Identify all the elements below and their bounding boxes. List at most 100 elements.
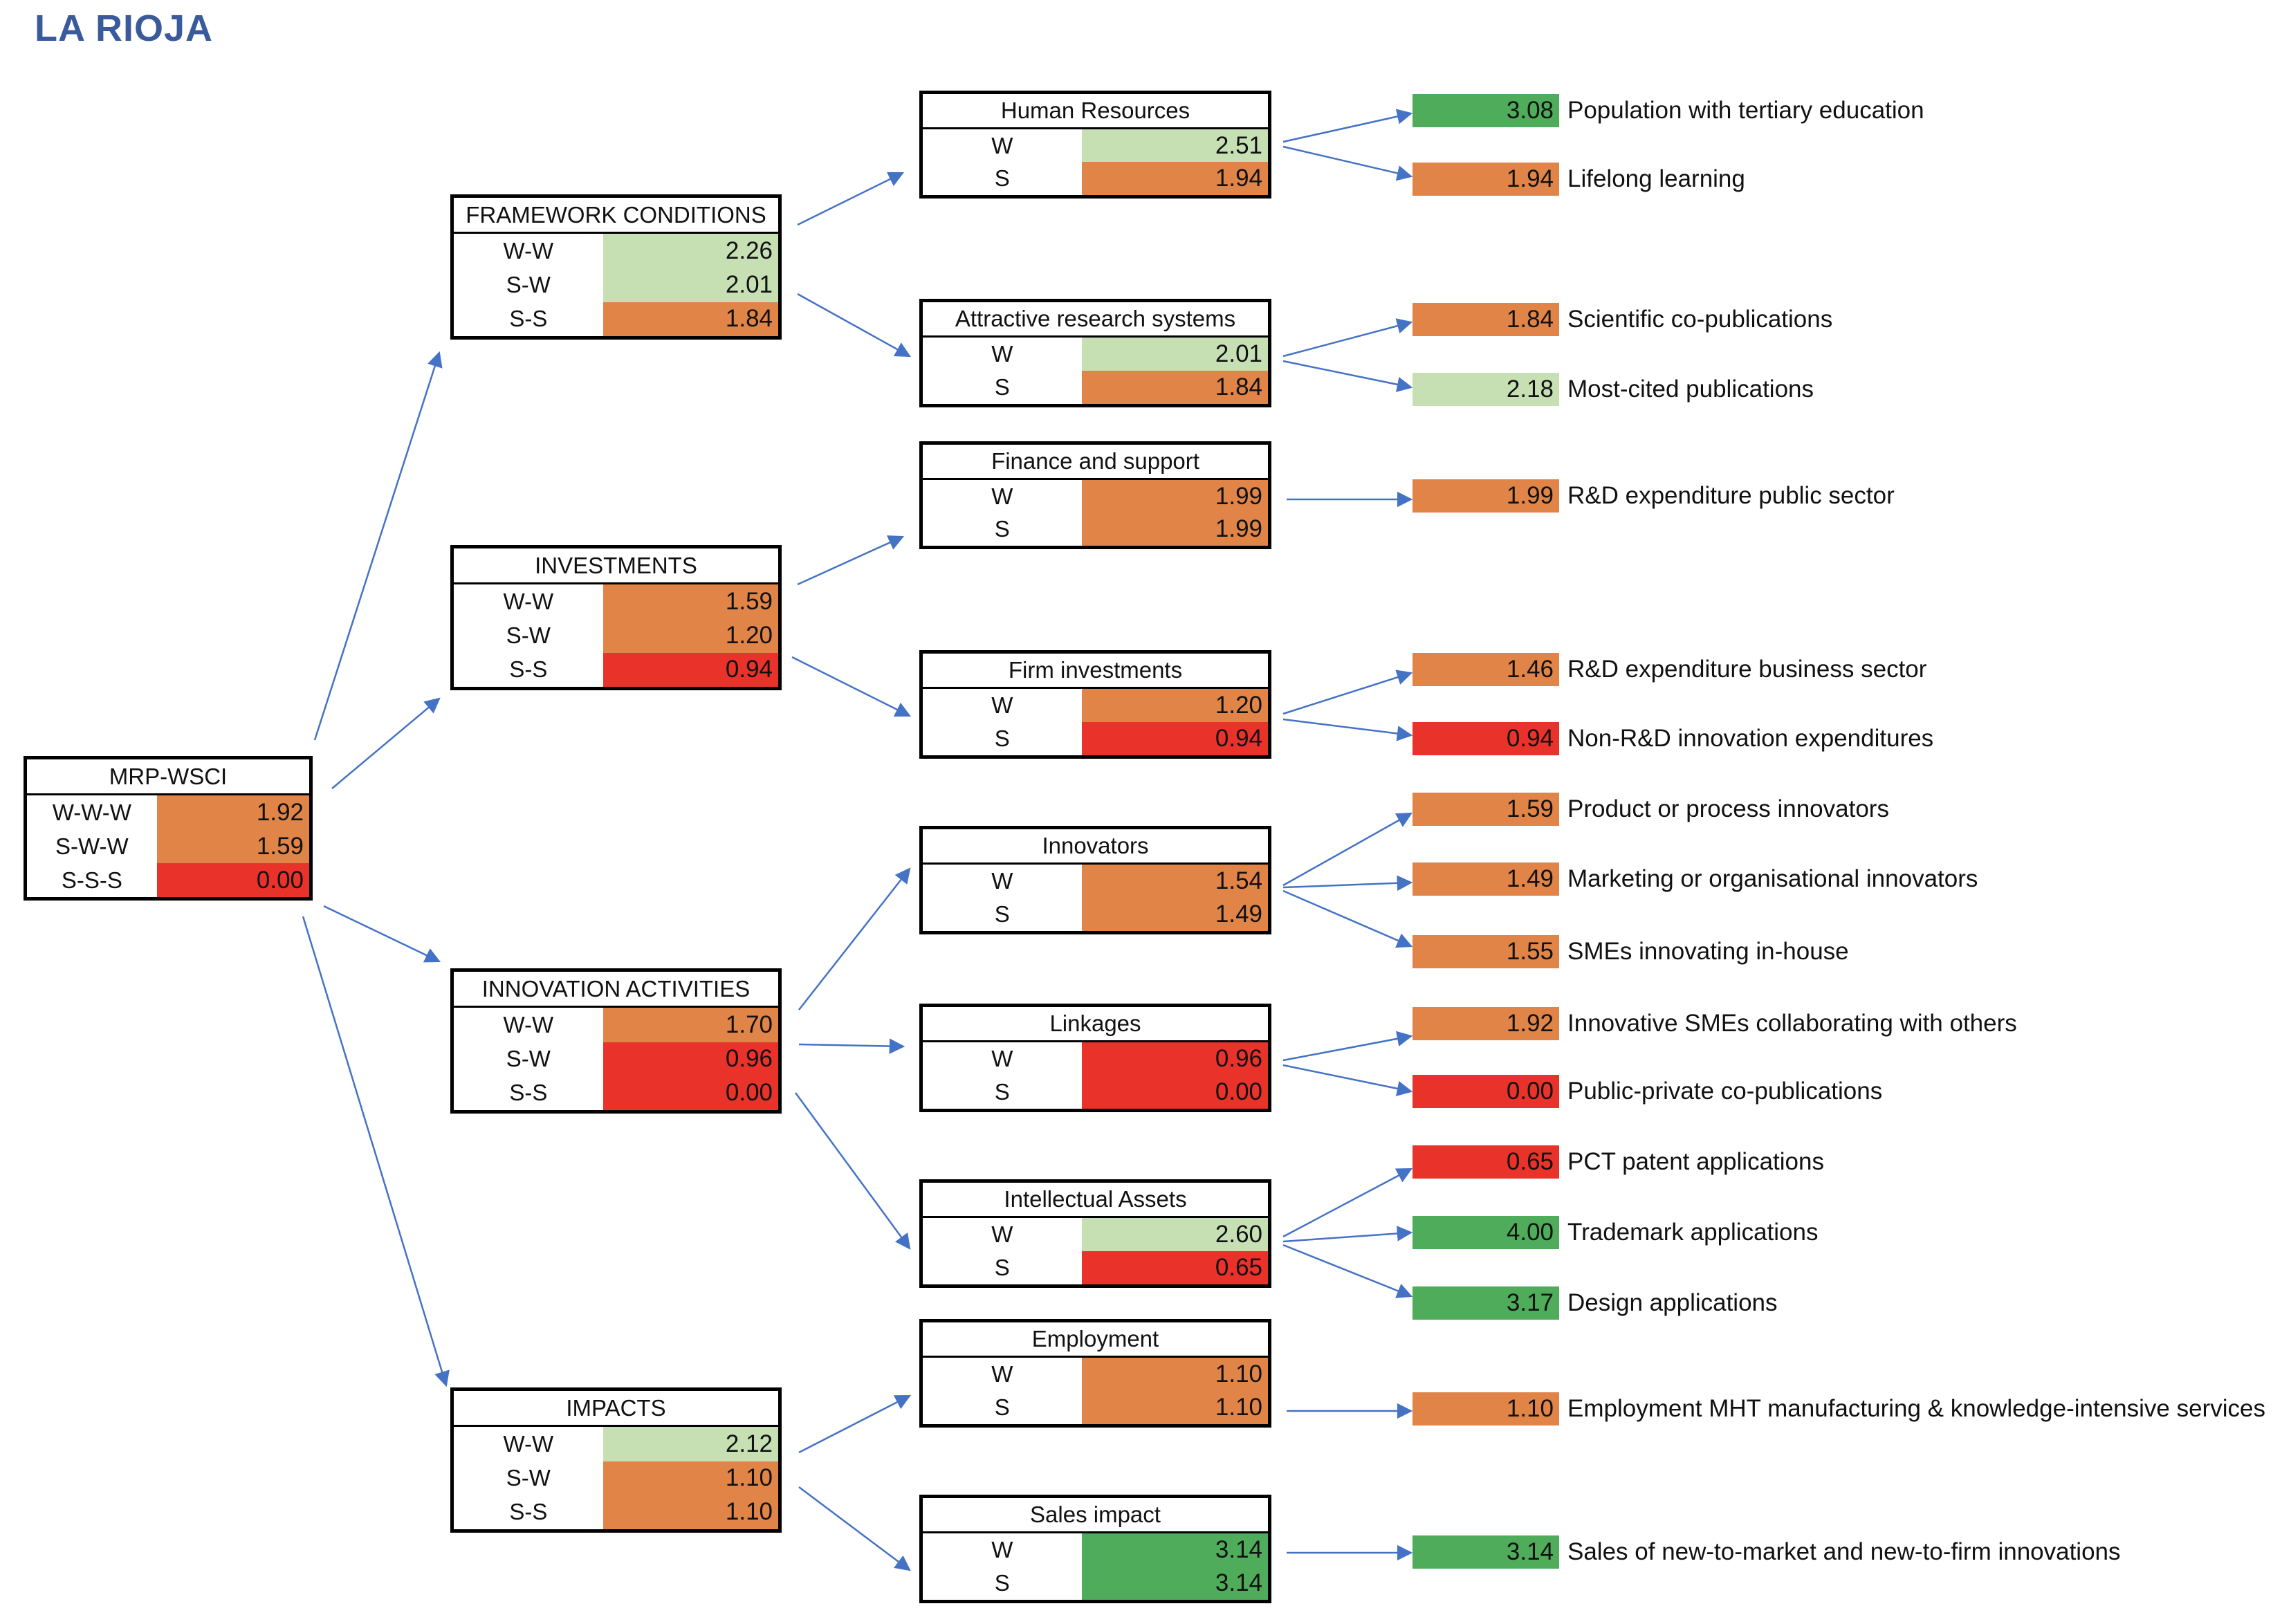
row-label: S [994, 1255, 1010, 1280]
row-value: 1.59 [156, 829, 309, 863]
row-label: S [994, 516, 1010, 542]
row-label: S-S [509, 1499, 548, 1525]
subdimension-title: Finance and support [923, 445, 1268, 480]
arrow [798, 1394, 912, 1454]
indicator-label: Innovative SMEs collaborating with other… [1567, 1010, 2017, 1037]
row-value: 2.60 [1081, 1218, 1268, 1251]
arrow [797, 535, 905, 586]
row-label: S [994, 165, 1010, 192]
row-value: 0.94 [602, 652, 778, 687]
indicator-label: Marketing or organisational innovators [1567, 865, 1978, 892]
row-label: W [991, 868, 1013, 894]
dimension-title: INNOVATION ACTIVITIES [454, 972, 778, 1008]
subdimension-title: Human Resources [923, 94, 1268, 129]
row-value: 1.10 [1081, 1391, 1268, 1424]
row-value: 1.84 [1081, 371, 1268, 404]
indicator-label: Trademark applications [1567, 1219, 1819, 1246]
row-value: 1.54 [1081, 865, 1268, 898]
row-value: 1.20 [1081, 689, 1268, 722]
subdimension-title: Sales impact [923, 1498, 1268, 1533]
indicator: 4.00 Trademark applications [1413, 1216, 1818, 1249]
row-value: 1.84 [602, 302, 778, 336]
row-label: W-W [503, 588, 554, 614]
indicator-label: Non-R&D innovation expenditures [1567, 725, 1934, 752]
indicator-value: 1.55 [1413, 935, 1559, 968]
indicator-value: 1.46 [1413, 653, 1559, 686]
row-value: 0.00 [156, 863, 309, 897]
row-value: 1.10 [1081, 1358, 1268, 1391]
indicator-value: 4.00 [1413, 1216, 1559, 1249]
indicator-label: Scientific co-publications [1567, 306, 1833, 333]
indicator-label: Sales of new-to-market and new-to-firm i… [1567, 1538, 2121, 1565]
dimension-title: IMPACTS [454, 1391, 778, 1428]
row-value: 2.01 [1081, 338, 1268, 371]
subdimension-title: Attractive research systems [923, 302, 1268, 338]
row-label: S-W [506, 1046, 551, 1072]
indicator-value: 1.49 [1413, 862, 1559, 896]
row-label: S-W [506, 1465, 551, 1491]
arrow [1282, 889, 1413, 948]
indicator: 1.84 Scientific co-publications [1413, 303, 1832, 336]
row-value: 0.00 [1081, 1076, 1268, 1109]
indicator-label: Public-private co-publications [1567, 1078, 1883, 1105]
row-label: W [991, 1221, 1013, 1247]
arrow [1282, 1064, 1413, 1096]
row-value: 0.00 [602, 1076, 778, 1110]
row-label: W-W [503, 1011, 554, 1037]
arrow [1282, 670, 1413, 715]
row-label: S [994, 1079, 1010, 1105]
arrow [1282, 318, 1413, 358]
arrow [791, 656, 912, 717]
row-value: 1.94 [1081, 162, 1268, 196]
arrow [302, 916, 450, 1387]
arrow [797, 172, 905, 226]
indicator-value: 3.17 [1413, 1286, 1559, 1320]
indicator-value: 1.59 [1413, 793, 1559, 826]
indicator-label: Design applications [1567, 1289, 1778, 1316]
row-value: 0.96 [1081, 1042, 1268, 1076]
row-label: S-S [509, 1080, 548, 1106]
row-value: 2.12 [602, 1427, 778, 1461]
row-value: 1.70 [602, 1008, 778, 1042]
row-label: S [994, 901, 1010, 927]
row-value: 2.26 [602, 234, 778, 268]
indicator-value: 1.84 [1413, 303, 1559, 336]
subdimension-title: Intellectual Assets [923, 1183, 1268, 1218]
subdimension-row: S 1.94 [923, 162, 1268, 196]
subdimension-row: S 0.00 [923, 1076, 1268, 1109]
dimension-title: FRAMEWORK CONDITIONS [454, 198, 778, 234]
row-value: 2.51 [1081, 129, 1268, 163]
indicator-value: 2.18 [1413, 373, 1559, 406]
row-label: W [991, 692, 1013, 718]
indicator-value: 0.65 [1413, 1145, 1559, 1179]
row-label: W [991, 1537, 1013, 1562]
